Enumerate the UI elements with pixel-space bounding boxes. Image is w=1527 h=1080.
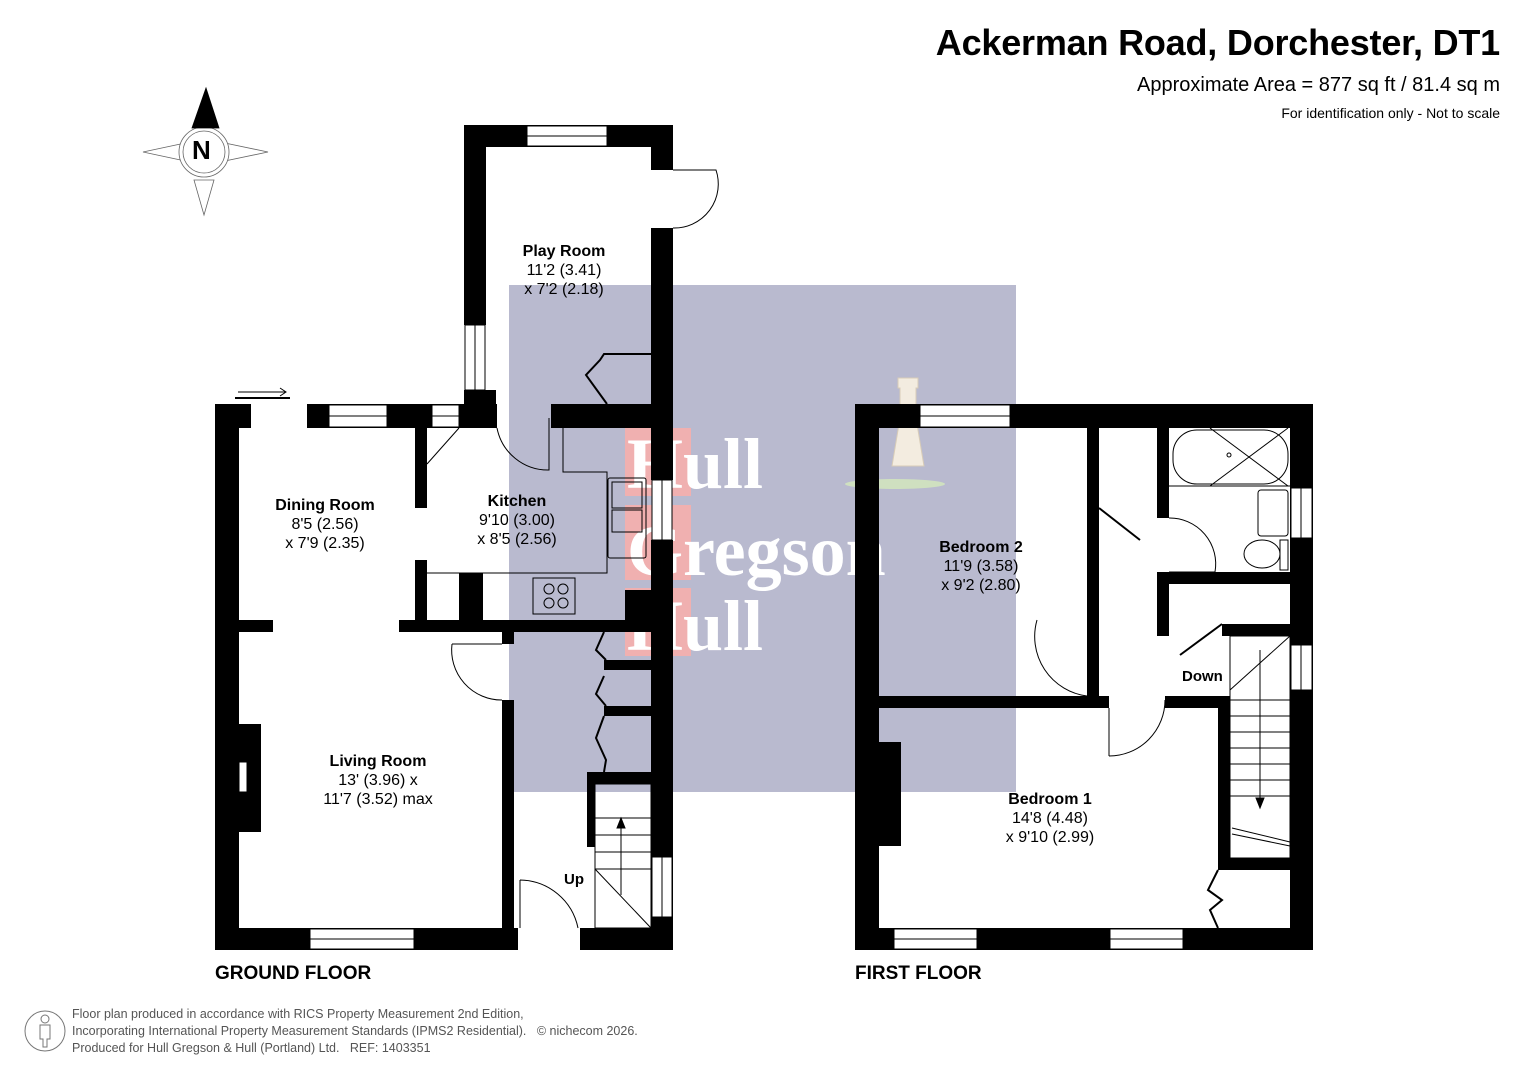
- room-bedroom-2: Bedroom 2 11'9 (3.58) x 9'2 (2.80): [921, 538, 1041, 595]
- ground-floor-label: GROUND FLOOR: [215, 963, 372, 984]
- room-dim: x 8'5 (2.56): [477, 531, 557, 548]
- stairs-down-label: Down: [1182, 668, 1223, 685]
- room-dim: 8'5 (2.56): [291, 516, 359, 533]
- room-kitchen: Kitchen 9'10 (3.00) x 8'5 (2.56): [457, 492, 577, 549]
- svg-text:Hull: Hull: [627, 424, 763, 504]
- person-info-icon: [24, 1010, 66, 1052]
- room-dining-room: Dining Room 8'5 (2.56) x 7'9 (2.35): [255, 496, 395, 553]
- room-name: Play Room: [522, 243, 606, 260]
- watermark-logo: Hull Gregson Hull: [625, 377, 945, 666]
- room-name: Dining Room: [275, 497, 375, 514]
- footer-line-2: Incorporating International Property Mea…: [72, 1024, 638, 1038]
- room-play-room: Play Room 11'2 (3.41) x 7'2 (2.18): [504, 242, 624, 299]
- room-dim: 11'9 (3.58): [943, 558, 1019, 575]
- room-name: Bedroom 2: [939, 539, 1023, 556]
- room-dim: x 7'2 (2.18): [524, 281, 604, 298]
- footer-line-3: Produced for Hull Gregson & Hull (Portla…: [72, 1041, 431, 1055]
- room-dim: 11'7 (3.52) max: [323, 791, 433, 808]
- compass-north-label: N: [192, 135, 211, 165]
- north-compass-icon: [142, 86, 269, 217]
- room-living-room: Living Room 13' (3.96) x 11'7 (3.52) max: [308, 752, 448, 809]
- stairs-up-label: Up: [564, 871, 584, 888]
- property-title: Ackerman Road, Dorchester, DT1: [935, 22, 1500, 63]
- room-dim: x 7'9 (2.35): [285, 535, 365, 552]
- first-floor-label: FIRST FLOOR: [855, 963, 982, 984]
- room-dim: 9'10 (3.00): [479, 512, 555, 529]
- room-name: Bedroom 1: [1008, 791, 1092, 808]
- room-name: Living Room: [329, 753, 427, 770]
- copyright: © nichecom 2026.: [536, 1024, 638, 1038]
- room-dim: 13' (3.96) x: [338, 772, 418, 789]
- scale-disclaimer: For identification only - Not to scale: [1281, 105, 1500, 121]
- room-dim: x 9'2 (2.80): [941, 577, 1021, 594]
- approximate-area: Approximate Area = 877 sq ft / 81.4 sq m: [1137, 74, 1500, 96]
- room-name: Kitchen: [487, 493, 547, 510]
- footer-notes: Floor plan produced in accordance with R…: [72, 1006, 638, 1057]
- room-dim: x 9'10 (2.99): [1005, 829, 1095, 846]
- room-bedroom-1: Bedroom 1 14'8 (4.48) x 9'10 (2.99): [990, 790, 1110, 847]
- room-dim: 11'2 (3.41): [526, 262, 602, 279]
- footer-line-1: Floor plan produced in accordance with R…: [72, 1007, 524, 1021]
- room-dim: 14'8 (4.48): [1012, 810, 1088, 827]
